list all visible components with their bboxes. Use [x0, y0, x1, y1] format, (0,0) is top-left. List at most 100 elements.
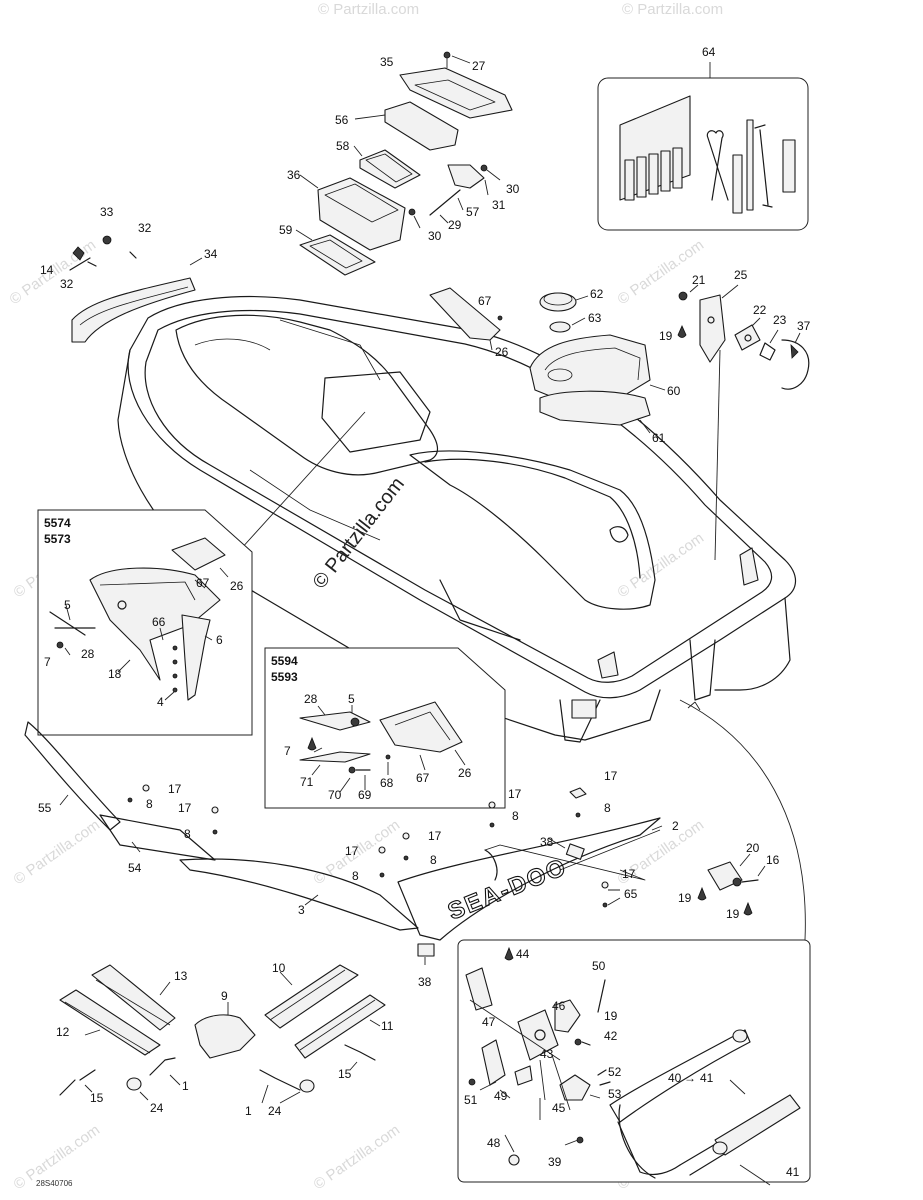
callout-67: 67 — [478, 294, 492, 308]
callout-22: 22 — [753, 303, 767, 317]
callout-66: 66 — [152, 615, 166, 629]
callout-41: 41 — [700, 1071, 714, 1085]
callout-31: 31 — [492, 198, 506, 212]
callout-62: 62 — [590, 287, 604, 301]
callout-59: 59 — [279, 223, 293, 237]
callout-43: 43 — [540, 1047, 554, 1061]
callout-44: 44 — [516, 947, 530, 961]
callout-8: 8 — [184, 827, 191, 841]
callout-56: 56 — [335, 113, 349, 127]
callout-15: 15 — [338, 1067, 352, 1081]
callout-8: 8 — [146, 797, 153, 811]
callout-28: 28 — [81, 647, 95, 661]
callout-21: 21 — [692, 273, 706, 287]
arrow-glyph: → — [684, 1071, 696, 1085]
callout-7: 7 — [44, 655, 51, 669]
callout-19: 19 — [678, 891, 692, 905]
hull-body — [117, 295, 797, 743]
callout-55: 55 — [38, 801, 52, 815]
callout-61: 61 — [652, 431, 666, 445]
callout-30: 30 — [506, 182, 520, 196]
callout-1: 1 — [245, 1104, 252, 1118]
callout-54: 54 — [128, 861, 142, 875]
callout-19: 19 — [659, 329, 673, 343]
watermark-text: © Partzilla.com — [11, 816, 104, 888]
watermark-text: © Partzilla.com — [615, 529, 708, 601]
callout-8: 8 — [352, 869, 359, 883]
callout-37: 37 — [797, 319, 811, 333]
grab-handle-group — [69, 235, 203, 343]
tool-kit-box — [597, 62, 809, 231]
callout-5: 5 — [348, 692, 355, 706]
variant-label: 5594 — [271, 654, 298, 668]
callout-39: 39 — [548, 1155, 562, 1169]
callout-7: 7 — [284, 744, 291, 758]
callout-38: 38 — [540, 835, 554, 849]
reservoir-group — [429, 287, 666, 434]
callout-4: 4 — [157, 695, 164, 709]
watermark-text: © Partzilla.com — [622, 1, 723, 18]
hull-leaders — [239, 349, 806, 941]
callout-15: 15 — [90, 1091, 104, 1105]
callout-13: 13 — [174, 969, 188, 983]
callout-30: 30 — [428, 229, 442, 243]
callout-52: 52 — [608, 1065, 622, 1079]
bracket-group — [677, 284, 810, 390]
callout-12: 12 — [56, 1025, 70, 1039]
callout-48: 48 — [487, 1136, 501, 1150]
callout-71: 71 — [300, 775, 314, 789]
bumper-group — [59, 964, 386, 1104]
variant-box-5594: 5594 5593 — [264, 647, 506, 809]
callout-17: 17 — [178, 801, 192, 815]
callout-64: 64 — [702, 45, 716, 59]
watermark-center: © Partzilla.com — [309, 473, 409, 593]
callout-9: 9 — [221, 989, 228, 1003]
boarding-ladder-box — [457, 939, 811, 1186]
callout-53: 53 — [608, 1087, 622, 1101]
callout-51: 51 — [464, 1093, 478, 1107]
callout-46: 46 — [552, 999, 566, 1013]
callout-35: 35 — [380, 55, 394, 69]
callout-24: 24 — [150, 1101, 164, 1115]
callout-8: 8 — [604, 801, 611, 815]
callout-3: 3 — [298, 903, 305, 917]
variant-label: 5574 — [44, 516, 71, 530]
callout-40: 40 — [668, 1071, 682, 1085]
storage-bin-group — [295, 51, 513, 276]
callout-5: 5 — [64, 598, 71, 612]
drain-assembly — [697, 853, 766, 916]
callout-8: 8 — [430, 853, 437, 867]
callout-60: 60 — [667, 384, 681, 398]
callout-10: 10 — [272, 961, 286, 975]
callout-24: 24 — [268, 1104, 282, 1118]
callout-36: 36 — [287, 168, 301, 182]
callout-16: 16 — [766, 853, 780, 867]
callout-68: 68 — [380, 776, 394, 790]
variant-label: 5573 — [44, 532, 71, 546]
callout-labels: 35 27 56 58 36 30 31 57 29 30 59 33 32 1… — [38, 45, 811, 1179]
callout-18: 18 — [108, 667, 122, 681]
callout-47: 47 — [482, 1015, 496, 1029]
callout-67: 67 — [196, 576, 210, 590]
callout-57: 57 — [466, 205, 480, 219]
callout-58: 58 — [336, 139, 350, 153]
callout-42: 42 — [604, 1029, 618, 1043]
callout-17: 17 — [168, 782, 182, 796]
callout-25: 25 — [734, 268, 748, 282]
callout-34: 34 — [204, 247, 218, 261]
callout-17: 17 — [508, 787, 522, 801]
callout-29: 29 — [448, 218, 462, 232]
callout-17: 17 — [428, 829, 442, 843]
callout-26: 26 — [230, 579, 244, 593]
callout-27: 27 — [472, 59, 486, 73]
callout-69: 69 — [358, 788, 372, 802]
callout-41: 41 — [786, 1165, 800, 1179]
drawing-code: 28S40706 — [36, 1179, 73, 1188]
callout-6: 6 — [216, 633, 223, 647]
variant-box-5574: 5574 5573 — [37, 509, 253, 736]
callout-19: 19 — [726, 907, 740, 921]
callout-45: 45 — [552, 1101, 566, 1115]
callout-28: 28 — [304, 692, 318, 706]
callout-20: 20 — [746, 841, 760, 855]
